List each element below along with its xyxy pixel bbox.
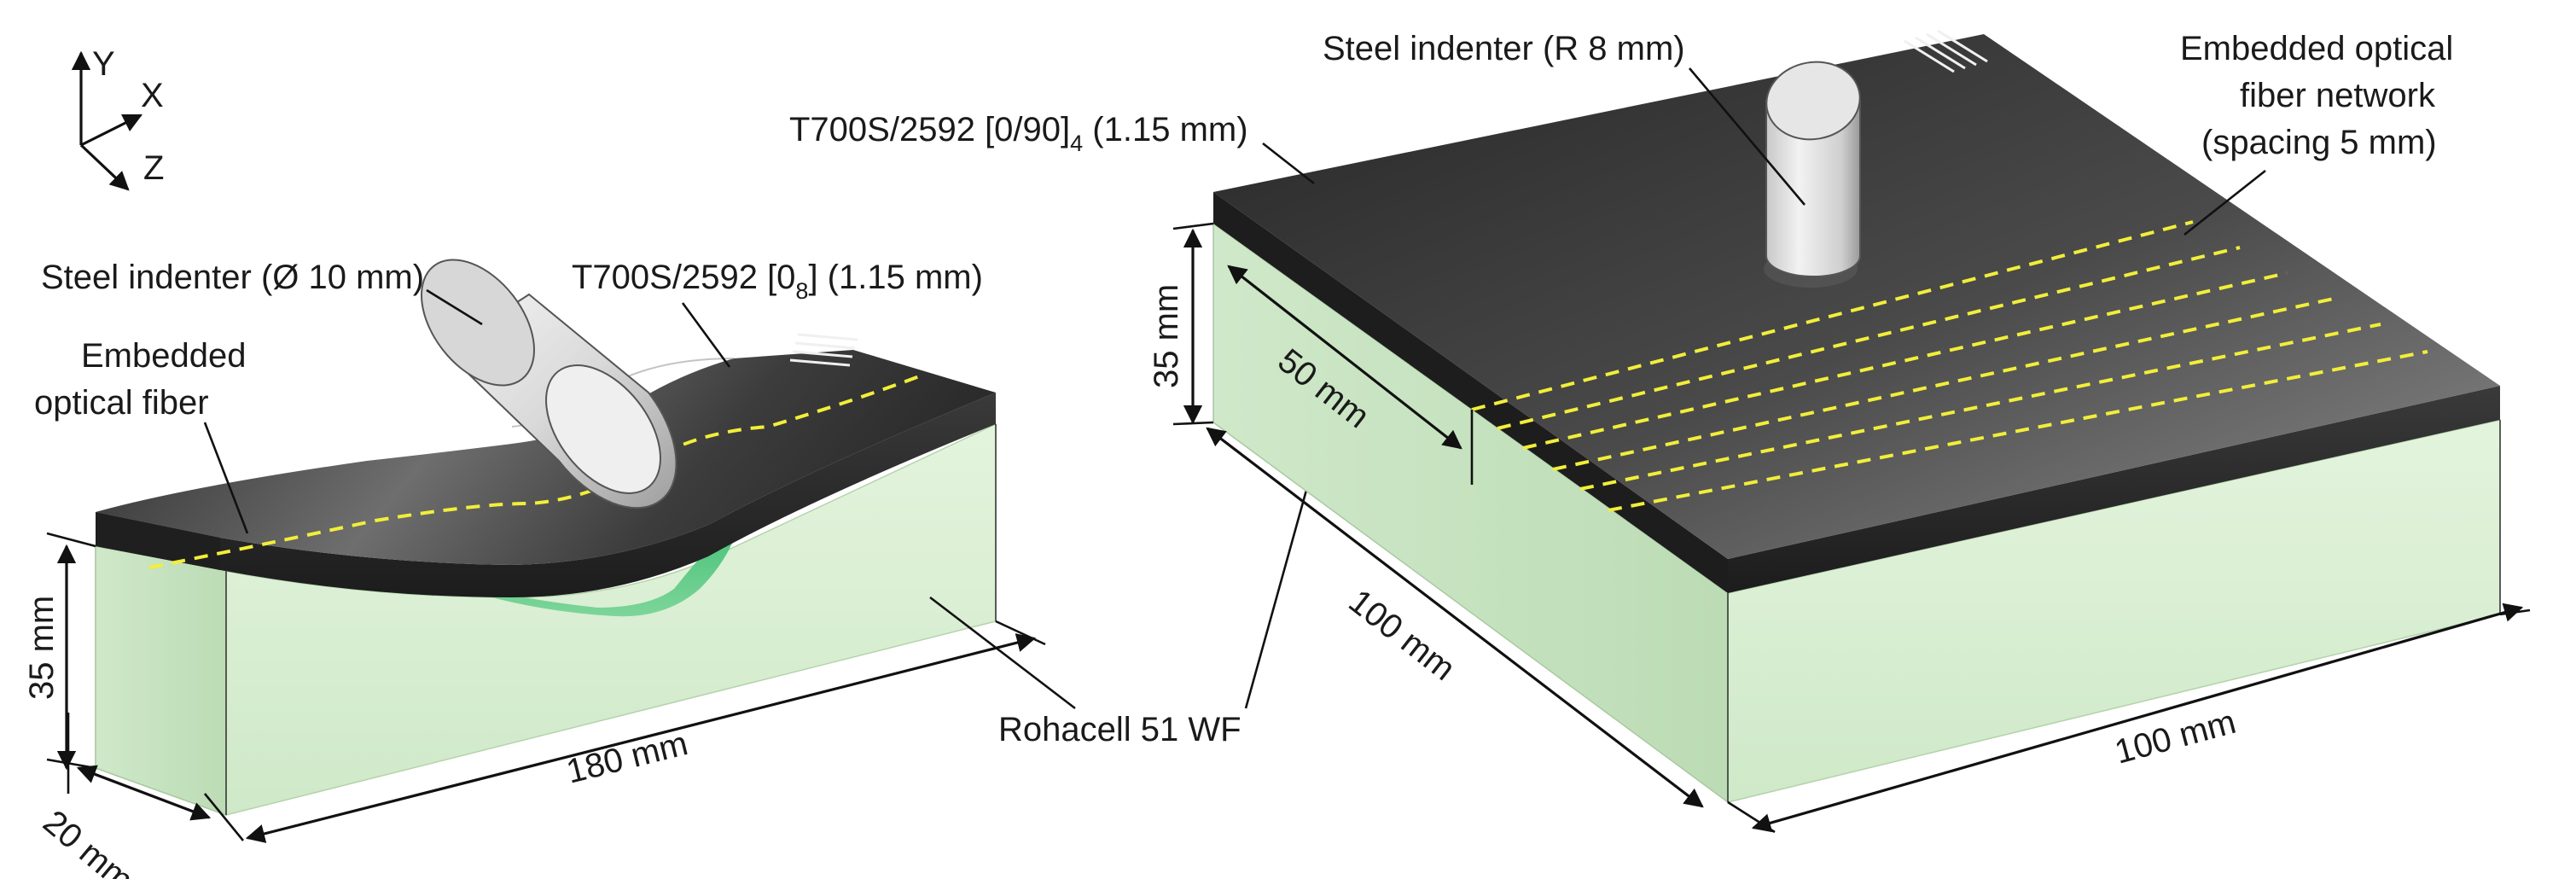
core-material-label: Rohacell 51 WF xyxy=(998,711,1241,748)
right-height-dimension-label: 35 mm xyxy=(1148,284,1185,388)
fiber-line-3 xyxy=(1522,271,2288,450)
left-height-dimension-label: 35 mm xyxy=(23,596,61,700)
left-depth-dimension xyxy=(76,765,212,821)
right-width-dimension-label: 100 mm xyxy=(2111,703,2240,771)
right-optical-fiber-network xyxy=(1471,220,2428,512)
left-optical-fiber xyxy=(148,374,922,569)
right-width-dimension xyxy=(1751,602,2524,833)
right-fiber-label-line3: (spacing 5 mm) xyxy=(2201,124,2437,161)
right-facesheet-front xyxy=(1728,386,2500,593)
x-axis-arrow xyxy=(80,114,143,147)
left-core-side xyxy=(95,545,227,817)
fiber-line-1 xyxy=(1471,220,2194,411)
right-depth-dimension-label: 100 mm xyxy=(1341,582,1462,688)
right-facesheet-label: T700S/2592 [0/90]4 (1.15 mm) xyxy=(789,111,1248,156)
left-specimen xyxy=(95,259,997,817)
left-length-dimension-label: 180 mm xyxy=(563,725,692,791)
left-facesheet-leader xyxy=(681,302,731,368)
left-fiber-leader xyxy=(203,422,249,534)
coordinate-axes: Y X Z xyxy=(71,45,164,191)
right-fiber-leader xyxy=(2183,169,2266,236)
fiber-line-6 xyxy=(1608,350,2428,512)
left-fiber-label-line2: optical fiber xyxy=(34,384,209,422)
right-facesheet-top xyxy=(1213,34,2500,559)
left-depth-dimension-label: 20 mm xyxy=(36,803,140,879)
fiber-line-2 xyxy=(1497,246,2241,430)
left-hatch-marks xyxy=(789,333,858,367)
left-facesheet-side xyxy=(96,512,220,570)
right-indenter-leader xyxy=(1689,67,1806,206)
z-axis-arrow xyxy=(79,143,130,191)
fiber-line-4 xyxy=(1552,297,2335,471)
x-axis-label: X xyxy=(141,77,164,114)
core-leader-left xyxy=(929,596,1076,710)
right-facesheet-leader xyxy=(1262,142,1315,185)
left-indenter-cylinder xyxy=(421,259,677,509)
right-fiber-label-line1: Embedded optical xyxy=(2180,30,2453,67)
fiber-line-5 xyxy=(1579,323,2381,491)
left-facesheet-label: T700S/2592 [08] (1.15 mm) xyxy=(572,259,983,304)
right-depth-dimension xyxy=(1206,427,1704,808)
right-indenter-label: Steel indenter (R 8 mm) xyxy=(1323,30,1685,67)
right-inset-dimension xyxy=(1227,265,1462,450)
left-facesheet-top xyxy=(96,350,996,565)
right-hatch-marks xyxy=(1904,29,1988,73)
left-indenter-label: Steel indenter (Ø 10 mm) xyxy=(41,259,424,296)
core-leader-right xyxy=(1244,477,1311,709)
right-indenter-cylinder xyxy=(1764,61,1861,288)
left-facesheet-front xyxy=(96,393,996,597)
right-fiber-label-line2: fiber network xyxy=(2240,77,2436,114)
y-axis-label: Y xyxy=(92,45,115,83)
z-axis-label: Z xyxy=(143,149,164,187)
left-length-dimension xyxy=(245,633,1037,843)
left-fiber-label-line1: Embedded xyxy=(81,337,246,375)
left-indenter-leader xyxy=(426,288,483,326)
